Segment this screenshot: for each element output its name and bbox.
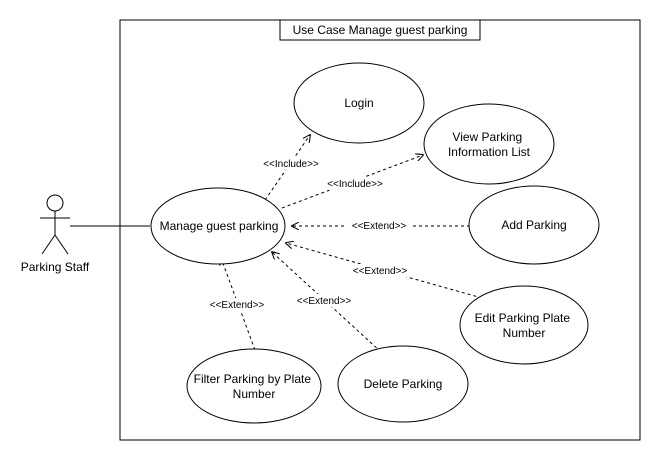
use-case-login-label: Login: [344, 96, 373, 110]
include-view-label: <<Include>>: [327, 179, 383, 190]
use-case-edit-plate-label: Edit Parking Plate Number: [475, 311, 574, 340]
use-case-add-parking: Add Parking: [468, 185, 600, 265]
use-case-manage-guest-parking-label: Manage guest parking: [160, 219, 279, 233]
include-view-line: [281, 155, 423, 209]
extend-edit-label: <<Extend>>: [353, 266, 408, 277]
extend-filter-label: <<Extend>>: [210, 300, 265, 311]
use-case-edit-plate: Edit Parking Plate Number: [459, 285, 589, 365]
use-case-delete-parking: Delete Parking: [337, 345, 469, 423]
actor-left-leg: [41, 234, 56, 255]
include-login-label: <<Include>>: [263, 159, 319, 170]
actor-head: [46, 194, 64, 212]
title-box: [279, 19, 481, 41]
extend-add-label: <<Extend>>: [352, 221, 407, 232]
use-case-view-parking: View Parking Information List: [423, 103, 555, 185]
use-case-filter-plate: Filter Parking by Plate Number: [186, 348, 322, 424]
actor-parking-staff: Parking Staff: [21, 194, 90, 274]
actor-label: Parking Staff: [21, 260, 90, 274]
include-login-line: [264, 135, 310, 201]
use-case-add-parking-label: Add Parking: [501, 218, 566, 232]
use-case-login: Login: [293, 62, 425, 144]
use-case-delete-parking-label: Delete Parking: [364, 377, 443, 391]
use-case-manage-guest-parking: Manage guest parking: [150, 187, 286, 265]
diagram-title: Use Case Manage guest parking: [293, 23, 468, 37]
use-case-view-parking-label: View Parking Information List: [448, 130, 531, 159]
extend-delete-label: <<Extend>>: [297, 296, 352, 307]
actor-right-leg: [54, 234, 69, 255]
use-case-filter-plate-label: Filter Parking by Plate Number: [194, 372, 315, 401]
extend-edit-line: [286, 243, 483, 299]
